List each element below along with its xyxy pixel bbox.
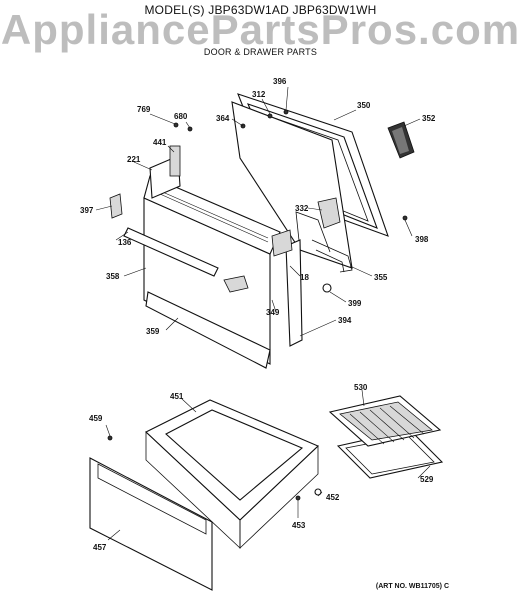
- watermark: AppliancePartsPros.com: [0, 6, 521, 53]
- callout-396: 396: [273, 77, 287, 86]
- model-line: MODEL(S) JBP63DW1AD JBP63DW1WH: [144, 3, 377, 17]
- callout-136: 136: [118, 238, 132, 247]
- callout-349: 349: [266, 308, 280, 317]
- callout-labels: 396 312 350 769 680 364 352 441 221 332 …: [80, 77, 436, 552]
- callout-18: 18: [300, 273, 309, 282]
- side-trim-part: [271, 229, 303, 347]
- broiler-pan-part: [328, 395, 444, 479]
- callout-530: 530: [354, 383, 368, 392]
- drawer-body-part: [145, 399, 319, 549]
- leader-lines: [95, 86, 431, 541]
- inner-door-liner-part: [231, 101, 353, 269]
- drawer-front-part: [89, 457, 213, 591]
- callout-221: 221: [127, 155, 141, 164]
- outer-door-panel-part: [109, 175, 281, 365]
- gasket-part: [387, 121, 415, 159]
- screw-parts: [107, 109, 408, 501]
- callout-441: 441: [153, 138, 167, 147]
- callout-769: 769: [137, 105, 151, 114]
- section-title: DOOR & DRAWER PARTS: [203, 47, 318, 57]
- callout-529: 529: [420, 475, 434, 484]
- art-number: (ART NO. WB11705) C: [375, 583, 449, 590]
- callout-399: 399: [348, 299, 362, 308]
- callout-451: 451: [170, 392, 184, 401]
- top-trim-part: [149, 145, 181, 199]
- hinge-part: [311, 239, 353, 293]
- callout-680: 680: [174, 112, 188, 121]
- callout-352: 352: [422, 114, 436, 123]
- callout-358: 358: [106, 272, 120, 281]
- bottom-trim-part: [145, 291, 271, 369]
- callout-350: 350: [357, 101, 371, 110]
- callout-457: 457: [93, 543, 107, 552]
- callout-355: 355: [374, 273, 388, 282]
- callout-332: 332: [295, 204, 309, 213]
- callout-394: 394: [338, 316, 352, 325]
- callout-452: 452: [326, 493, 340, 502]
- callout-398: 398: [415, 235, 429, 244]
- callout-397: 397: [80, 206, 94, 215]
- callout-359: 359: [146, 327, 160, 336]
- callout-459: 459: [89, 414, 103, 423]
- callout-364: 364: [216, 114, 230, 123]
- callout-312: 312: [252, 90, 266, 99]
- callout-453: 453: [292, 521, 306, 530]
